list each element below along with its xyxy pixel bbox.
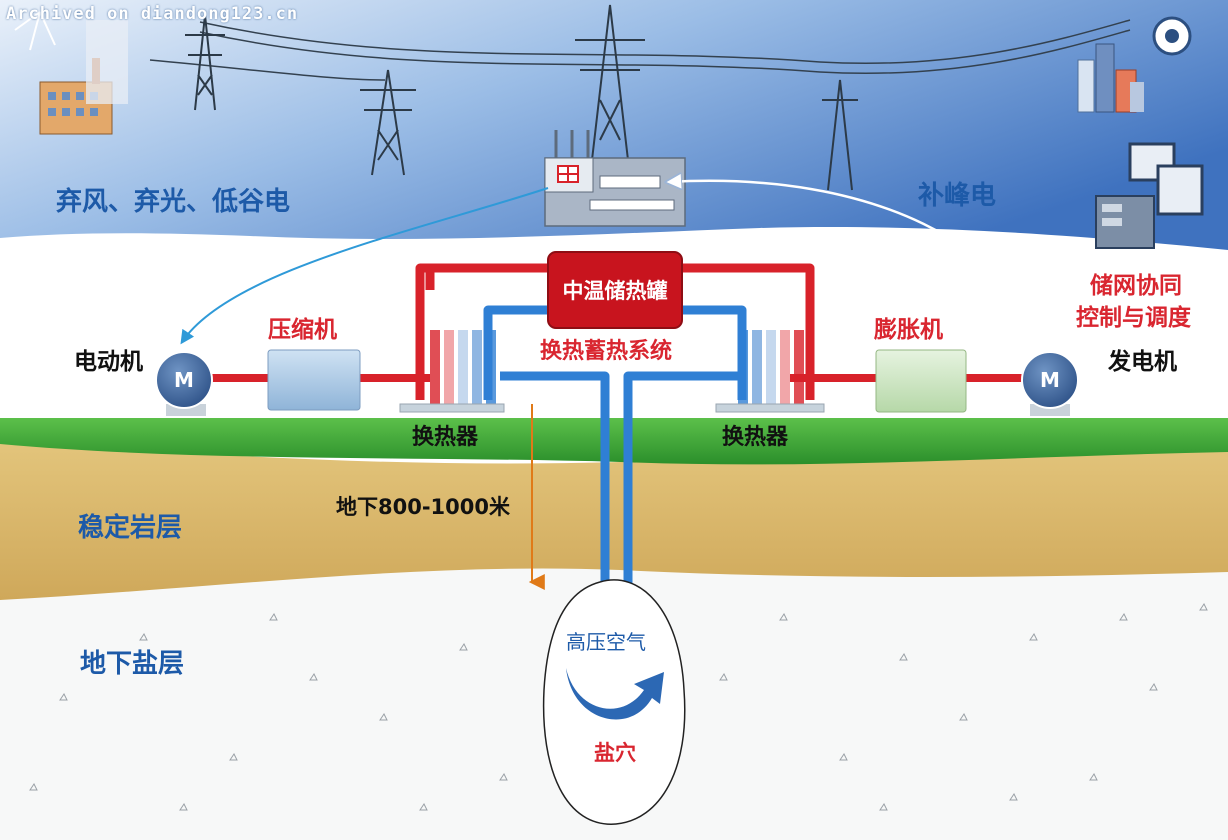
city-icon [1077,16,1192,113]
power-lines [149,19,1131,81]
ground-layer [0,418,1228,465]
motor-label: 电动机 [74,349,143,375]
substation-icon [544,130,686,227]
high-pressure-air-label: 高压空气 [566,630,646,654]
heat-exchanger-left-label: 换热器 [412,425,479,450]
control-station-icon [1095,142,1204,249]
heat-tank-label: 中温储热罐 [562,279,668,303]
generator-label: 发电机 [1108,349,1177,375]
pylon-1 [185,14,225,111]
rock-layer [0,440,1228,600]
salt-cavern-label: 盐穴 [594,741,636,765]
collab-label-line1: 储网协同 [1090,273,1182,299]
compressor-label: 压缩机 [268,317,337,343]
salt-cavern [542,579,686,825]
expander [875,349,967,413]
compressor [267,349,361,411]
cavern-flow-arrow [566,668,664,720]
collab-label-line2: 控制与调度 [1076,305,1191,331]
salt-layer-label: 地下盐层 [80,649,185,679]
hot-pipe-loop [415,263,815,400]
peak-power-label: 补峰电 [918,181,997,211]
motor-circle [155,351,213,409]
pylon-3 [575,4,645,161]
generator-symbol: M [1040,368,1060,392]
factory-icon [14,11,128,135]
pylon-4 [822,79,858,191]
charge-arrow [180,187,549,345]
curtailed-power-label: 弃风、弃光、低谷电 [56,187,291,217]
salt-speckles [29,603,1208,811]
heat-tank [547,251,683,329]
generator-circle [1021,351,1079,409]
heat-exchanger-left-graphic [399,330,505,413]
heat-system-label: 换热蓄热系统 [540,339,673,364]
motor-symbol: M [174,368,194,392]
pylon-2 [360,69,416,176]
watermark-text: Archived on diandong123.cn [6,4,299,24]
depth-label: 地下800-1000米 [336,495,510,519]
expander-label: 膨胀机 [874,317,943,343]
heat-exchanger-right-label: 换热器 [722,425,789,450]
rock-layer-label: 稳定岩层 [78,513,183,543]
discharge-arrow [668,181,1050,349]
heat-exchanger-right-graphic [715,330,825,413]
sky-background [0,0,1228,250]
